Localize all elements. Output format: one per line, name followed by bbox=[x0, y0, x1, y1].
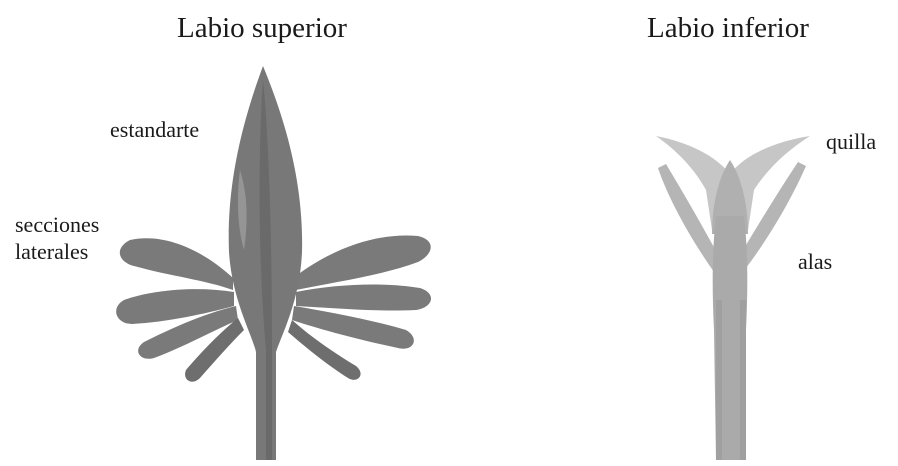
label-secciones: secciones bbox=[15, 211, 99, 238]
label-estandarte: estandarte bbox=[110, 116, 199, 143]
lower-lip-title: Labio inferior bbox=[647, 12, 809, 45]
label-laterales: laterales bbox=[15, 238, 88, 265]
upper-right-lobe-2 bbox=[296, 285, 431, 311]
label-quilla: quilla bbox=[826, 128, 876, 155]
upper-lip-title: Labio superior bbox=[177, 12, 347, 45]
upper-left-lobe-1 bbox=[120, 238, 233, 290]
upper-right-lobe-1 bbox=[296, 235, 431, 290]
lower-lip-drawing bbox=[656, 136, 810, 460]
label-alas: alas bbox=[798, 248, 832, 275]
